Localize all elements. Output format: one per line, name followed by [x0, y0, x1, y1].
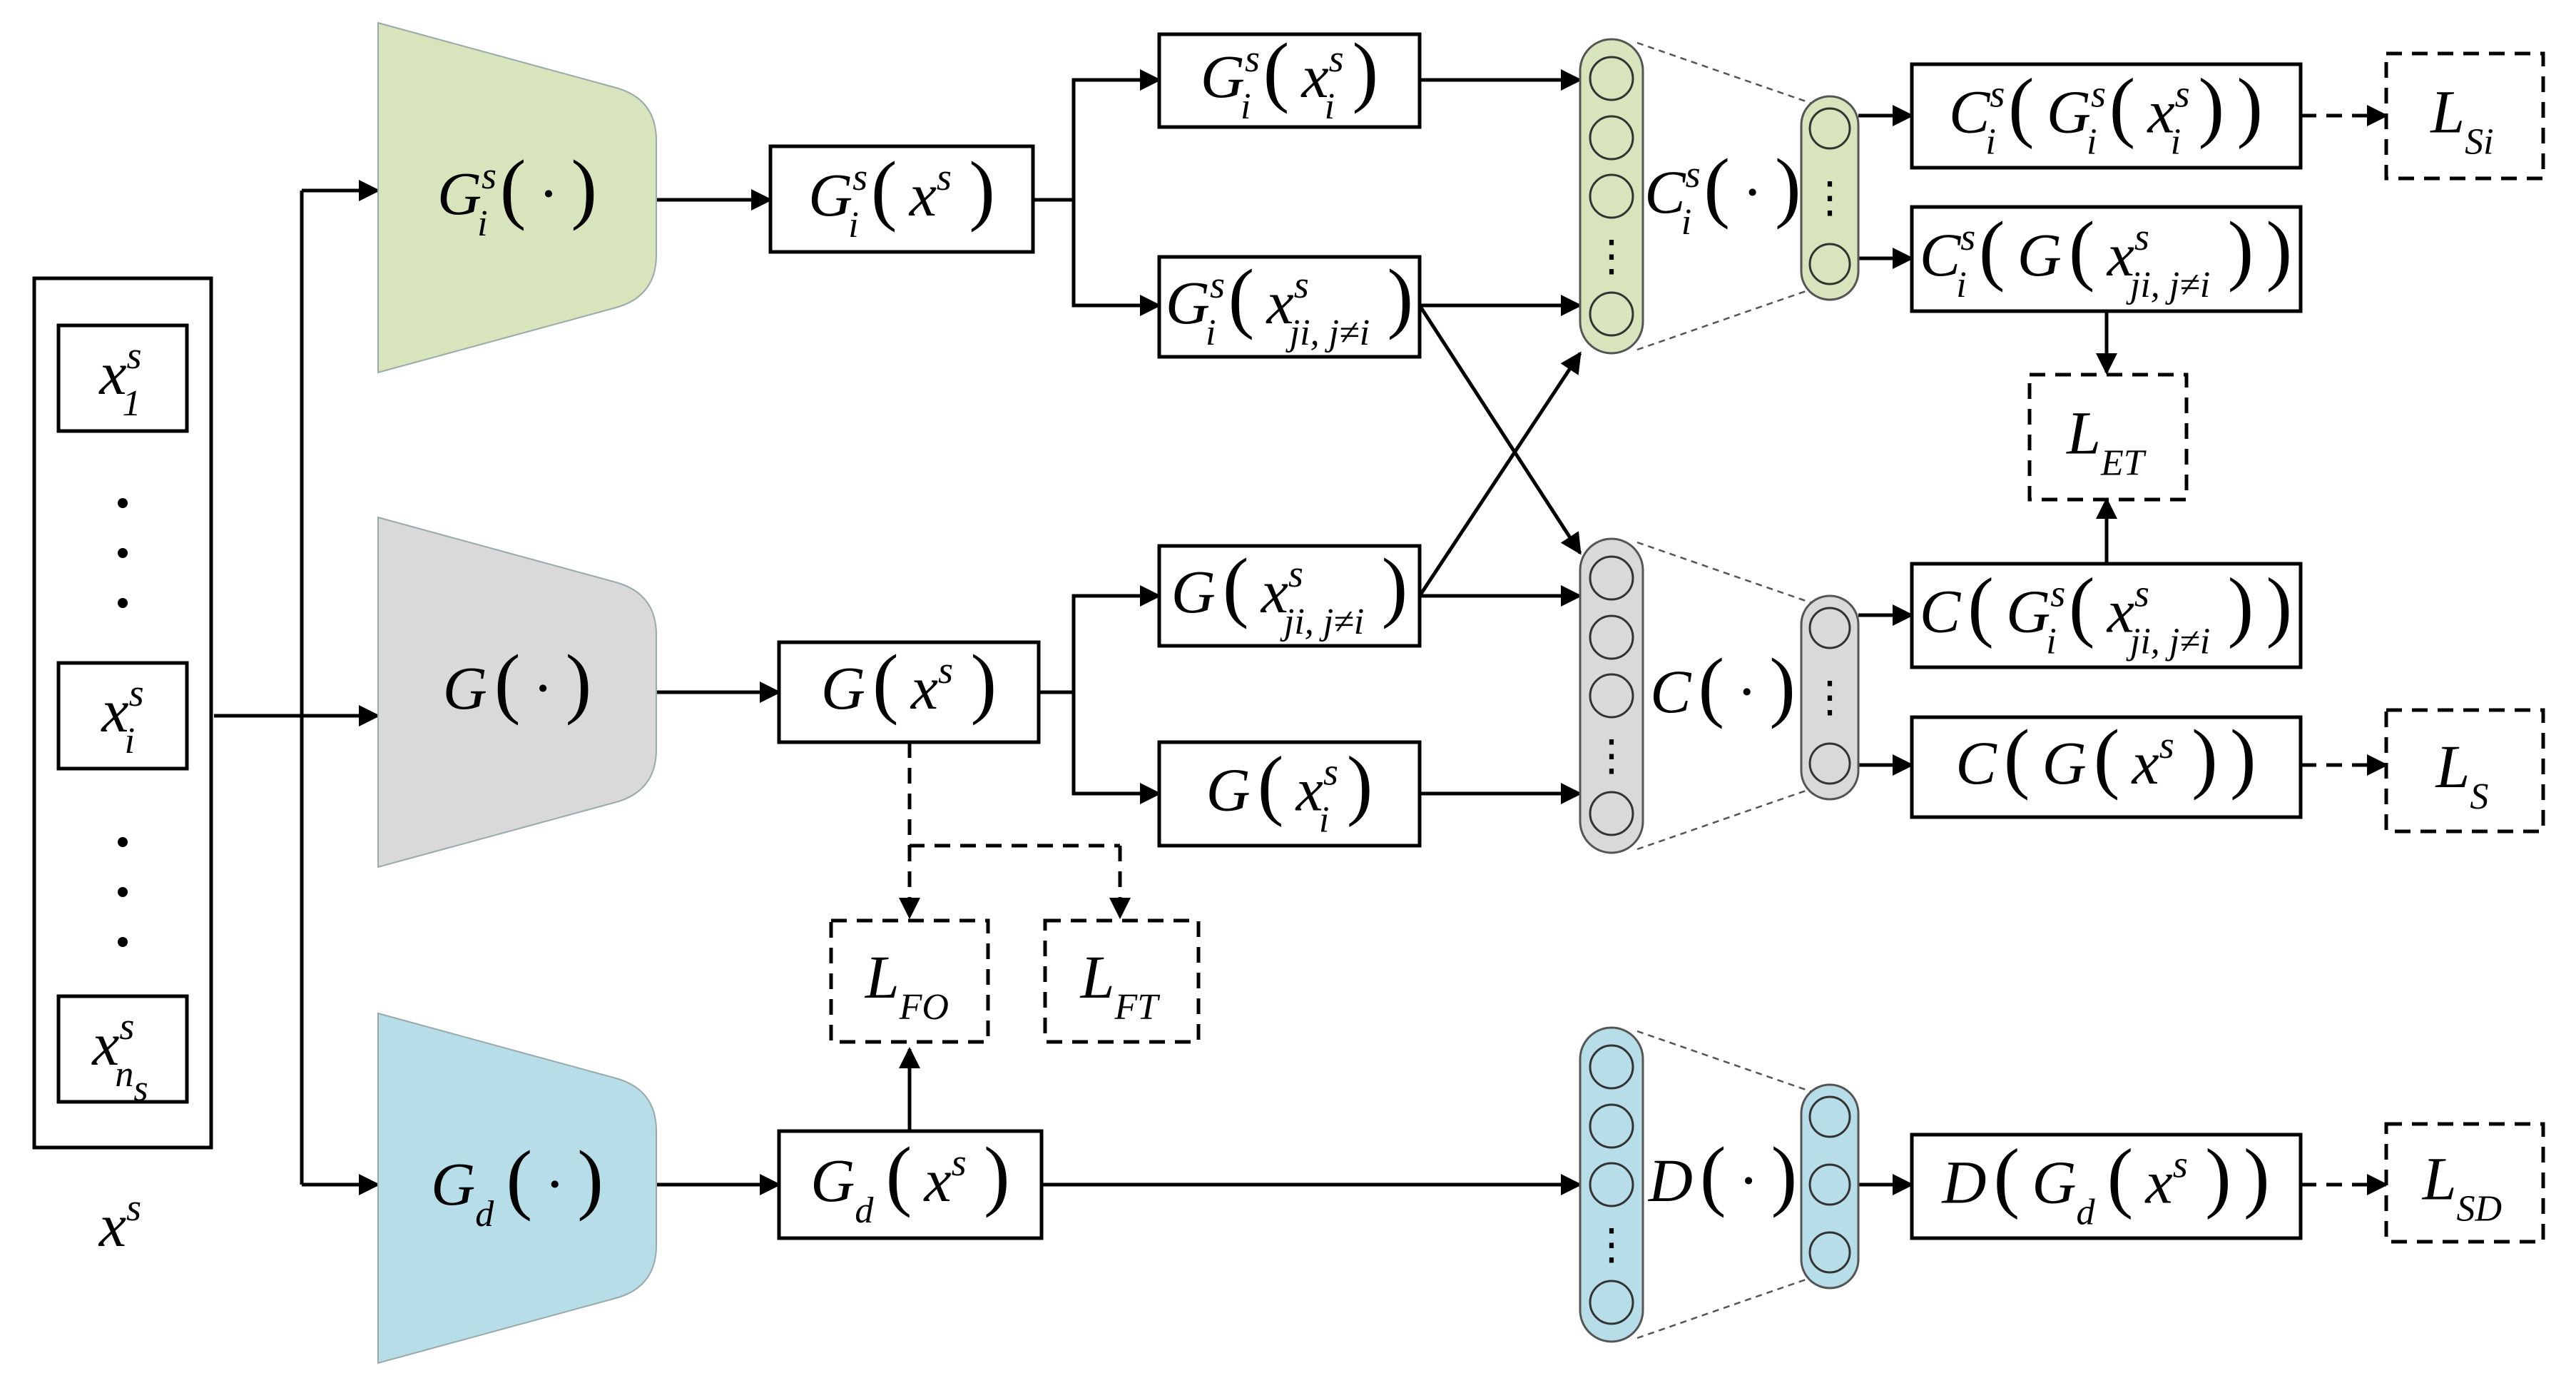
arrow-cross-to-shared-classifier [1417, 304, 1582, 555]
neuron [1589, 791, 1634, 836]
neuron [1808, 607, 1851, 649]
private-classifier: ⋮⋮ [1579, 38, 1860, 355]
output-box-c_gi_xj [1910, 562, 2303, 669]
neuron [1808, 243, 1851, 285]
loss-box-fo [829, 918, 990, 1044]
loss-box-si [2384, 51, 2545, 181]
loss-label-si: LSi [2429, 78, 2498, 163]
neuron [1589, 115, 1634, 161]
arrow-private-xi [1033, 69, 1161, 202]
neuron [1589, 173, 1634, 219]
feature-label-domain_out: Gd ( xs ) [810, 1131, 1009, 1231]
loss-label-fo: LFO [864, 943, 954, 1028]
domain-extractor-label: Gd ( · ) [431, 1135, 604, 1235]
neuron [1808, 1231, 1851, 1274]
neuron-ellipsis: ⋮ [1590, 732, 1633, 779]
loss-box-sd [2384, 1122, 2545, 1244]
neuron-ellipsis: ⋮ [1590, 233, 1633, 280]
loss-label-ft: LFT [1079, 943, 1164, 1028]
neuron [1589, 1162, 1634, 1207]
neuron [1589, 673, 1634, 719]
domain-classifier-label: D( · ) [1648, 1131, 1797, 1218]
shared-classifier-label: C( · ) [1650, 642, 1796, 729]
neuron-ellipsis: ⋮ [1808, 674, 1851, 721]
neuron-ellipsis: ⋮ [1590, 1221, 1633, 1268]
loss-box-s [2384, 708, 2545, 834]
input-caption: xs [98, 1186, 146, 1260]
feature-box-private_xi [1157, 32, 1422, 129]
arrow-shared-xj [1039, 585, 1161, 694]
neuron [1589, 1044, 1634, 1090]
ellipsis-dot [118, 887, 128, 897]
neuron [1589, 1280, 1634, 1325]
loss-label-et: LET [2065, 399, 2149, 484]
input-sample-box [56, 323, 189, 433]
output-box-ci_g_xj [1910, 205, 2303, 313]
ellipsis-dot [118, 937, 128, 947]
neuron [1808, 742, 1851, 785]
feature-box-shared_xi [1157, 740, 1422, 848]
loss-box-et [2027, 373, 2189, 502]
output-label-c_g_x: C( G( xs ) ) [1955, 714, 2256, 801]
shared-classifier: ⋮⋮ [1579, 537, 1860, 854]
loss-box-ft [1043, 918, 1201, 1044]
classifier-outline [1636, 541, 1813, 851]
loss-label-s: LS [2434, 732, 2493, 817]
neuron [1808, 1095, 1851, 1138]
domain-classifier: ⋮ [1579, 1026, 1860, 1343]
neuron [1589, 291, 1634, 337]
output-label-d_gd_x: D( Gd ( xs ) ) [1941, 1133, 2269, 1233]
input-sample-box [56, 994, 189, 1104]
feature-box-private_xj [1157, 255, 1422, 359]
output-box-ci_gi_xi [1910, 62, 2303, 170]
neuron-ellipsis: ⋮ [1808, 174, 1851, 221]
classifier-outline [1636, 41, 1813, 351]
neuron [1589, 555, 1634, 601]
neuron [1808, 1163, 1851, 1206]
ellipsis-dot [118, 498, 128, 508]
neuron [1808, 107, 1851, 150]
shared-extractor-label: G( · ) [443, 639, 591, 726]
neuron [1589, 614, 1634, 660]
classifier-outline [1636, 1030, 1813, 1339]
connection-lines [214, 69, 2388, 1195]
output-box-c_g_x [1910, 715, 2303, 819]
loss-label-sd: LSD [2421, 1145, 2508, 1230]
input-sample-box [56, 661, 189, 771]
ellipsis-dot [118, 837, 128, 847]
arrow-shared-xi [1071, 692, 1161, 804]
arrow-private-xj [1071, 200, 1161, 316]
feature-box-shared_out [777, 640, 1041, 744]
output-box-d_gd_x [1910, 1133, 2303, 1240]
feature-box-private_out [768, 144, 1035, 254]
arrow-cross-to-private-classifier [1417, 351, 1582, 597]
ellipsis-dot [118, 598, 128, 608]
neuron [1589, 1103, 1634, 1149]
neuron [1589, 56, 1634, 101]
feature-label-shared_out: G( xs ) [821, 639, 997, 726]
shared-feature-extractor [377, 516, 657, 868]
feature-box-shared_xj [1157, 544, 1422, 648]
feature-box-domain_out [777, 1129, 1044, 1240]
domain-feature-extractor [377, 1012, 657, 1364]
ellipsis-dot [118, 548, 128, 558]
private-feature-extractor [377, 21, 657, 374]
